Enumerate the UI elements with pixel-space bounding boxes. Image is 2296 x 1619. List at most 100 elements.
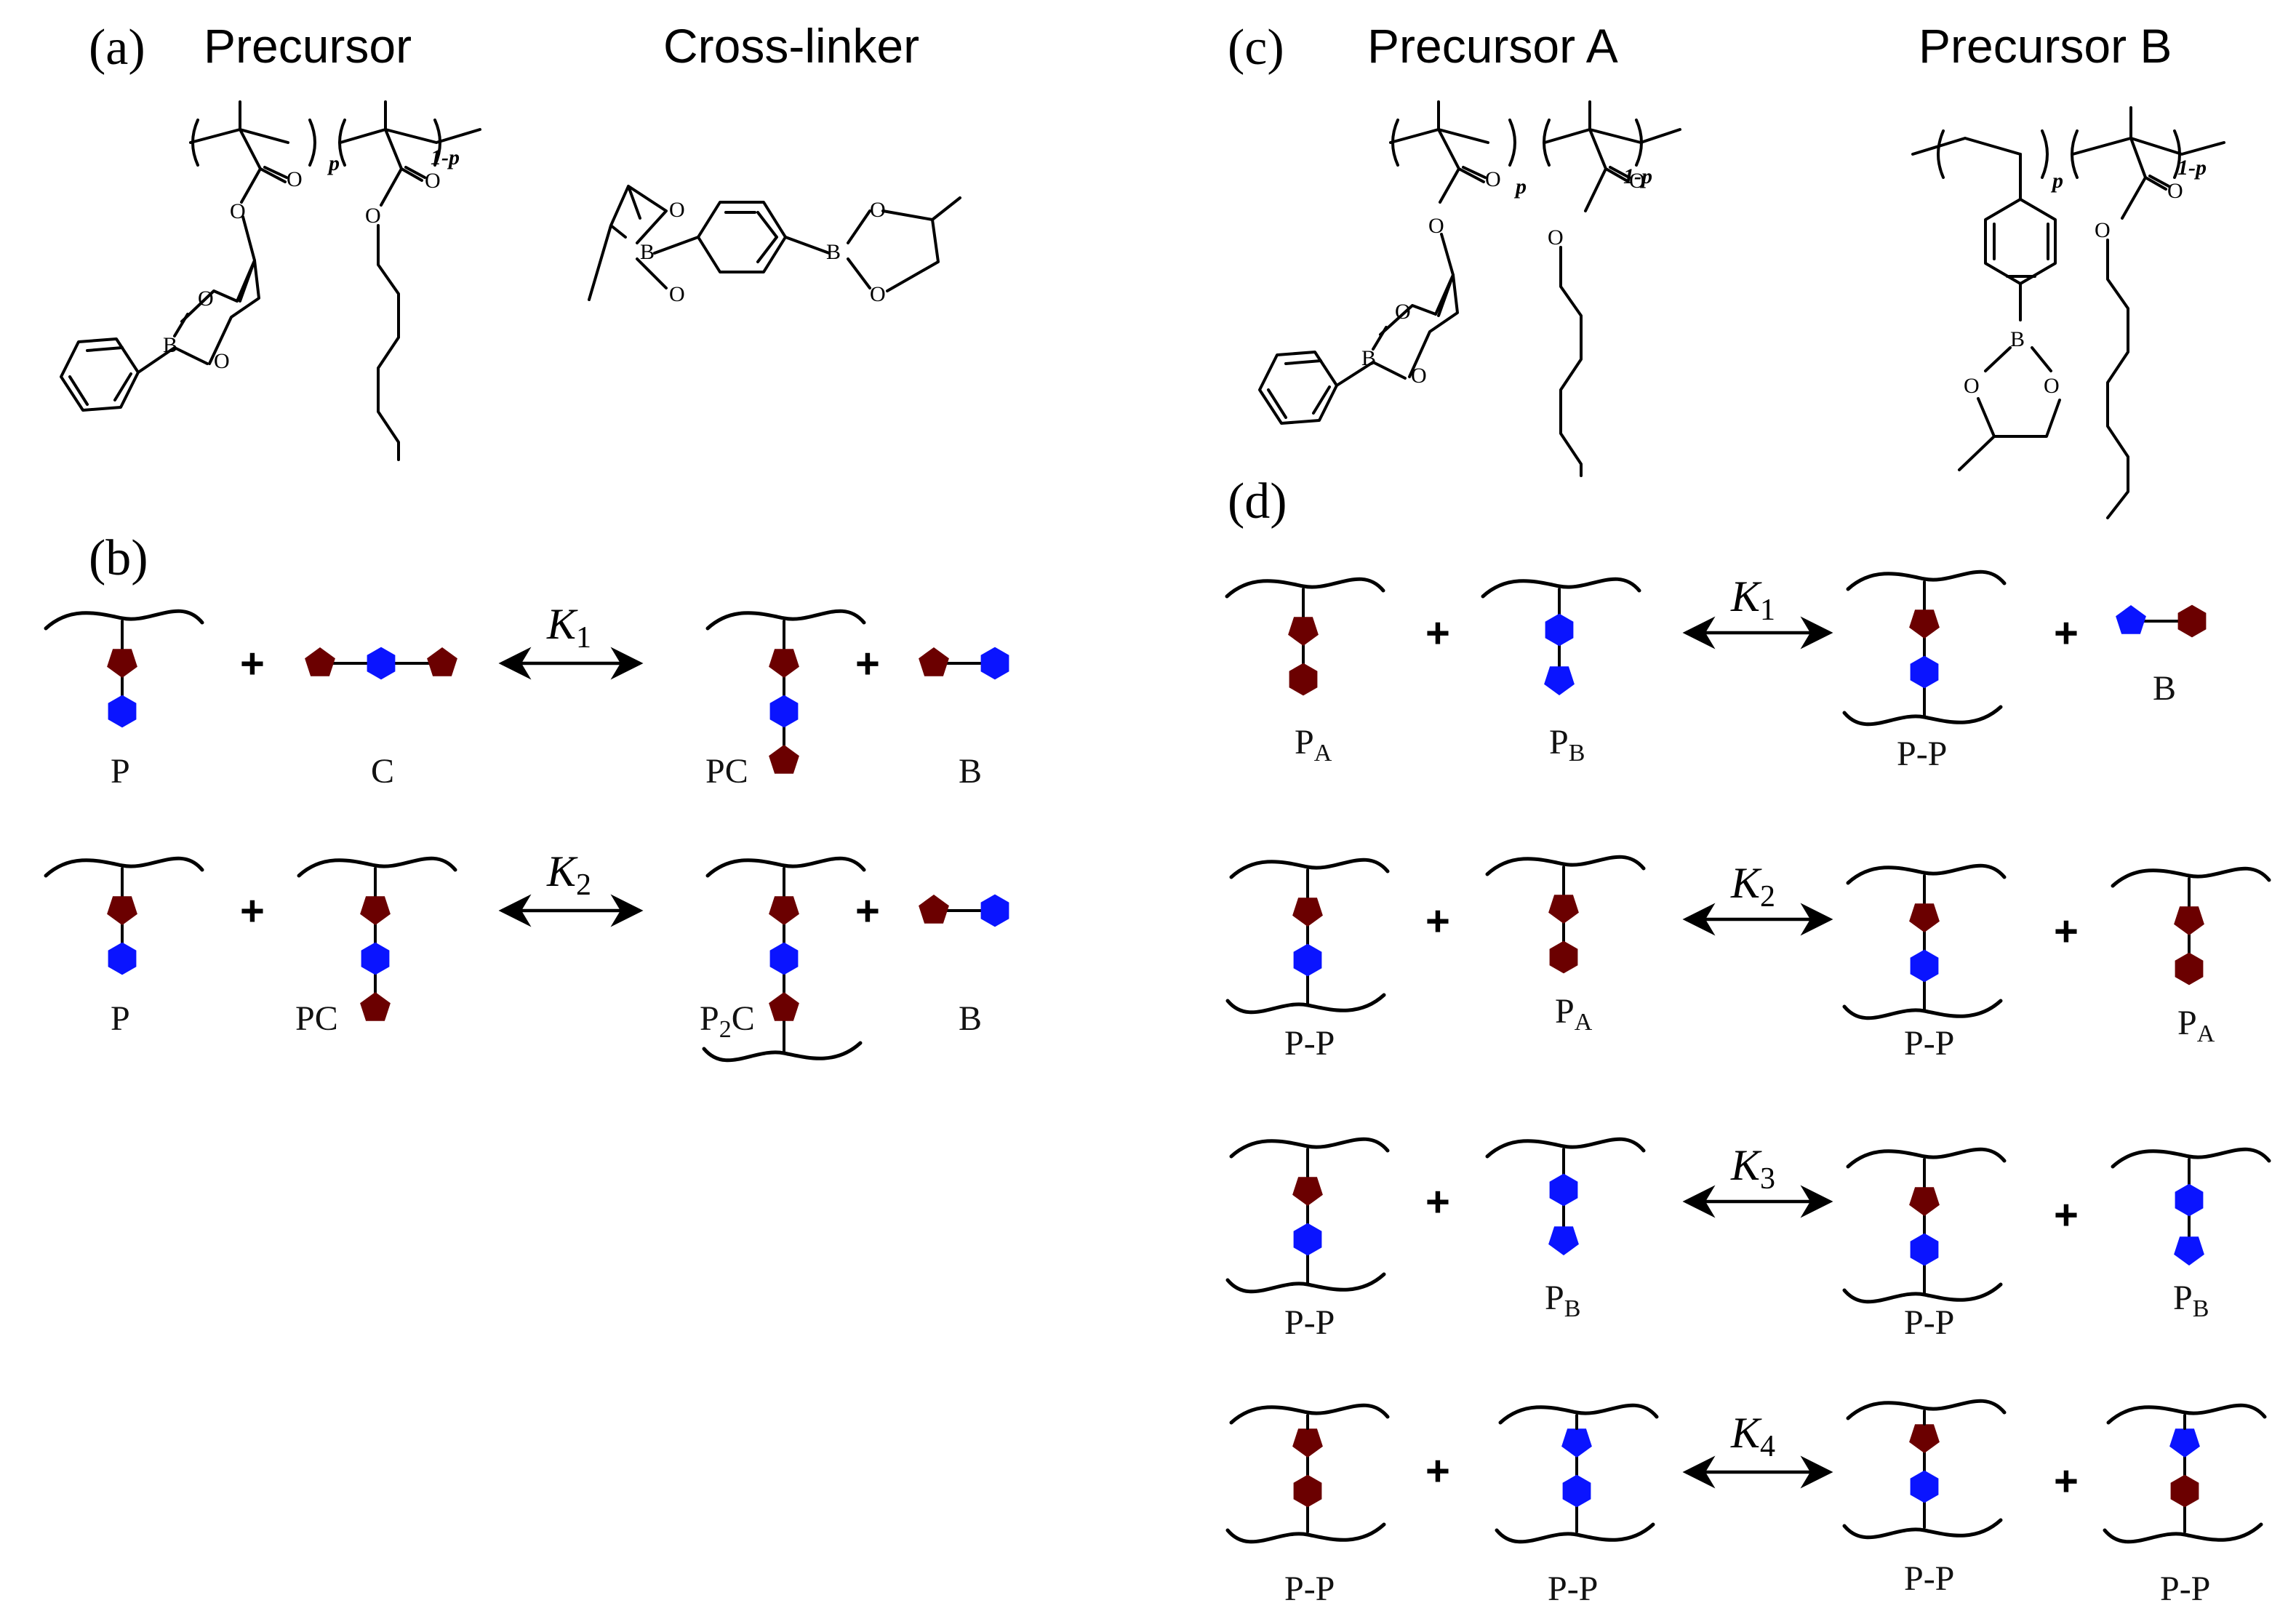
atom-o: O <box>1395 300 1411 324</box>
blue-hexagon <box>1293 943 1322 977</box>
polymer-chain <box>1225 1522 1386 1544</box>
polymer-chain <box>1485 1137 1646 1159</box>
plus-sign: + <box>2054 1191 2079 1239</box>
polymer-chain <box>1846 1399 2007 1420</box>
blue-hexagon <box>769 695 799 728</box>
panel-d-reaction-3: + K3 + P-P PB P-P PB <box>1284 1141 2209 1342</box>
atom-o: O <box>870 198 886 222</box>
red-pentagon <box>107 896 137 925</box>
blue-pentagon <box>1544 666 1575 695</box>
panel-a-label: (a) <box>89 20 145 76</box>
blue-hexagon <box>1545 613 1574 647</box>
red-pentagon <box>1909 609 1940 639</box>
plus-sign: + <box>855 640 880 687</box>
blue-hexagon <box>1293 1223 1322 1256</box>
red-pentagon <box>919 647 949 676</box>
subscript-p: p <box>327 151 340 175</box>
cross-linker-title: Cross-linker <box>663 19 919 73</box>
species-label-pp: P-P <box>1284 1570 1335 1608</box>
polymer-chain <box>1229 1403 1390 1425</box>
red-pentagon <box>1288 617 1319 646</box>
atom-o: O <box>870 282 886 306</box>
panel-d-reaction-1: + K1 + PA PB P-P B <box>1295 572 2176 773</box>
species-label-c: C <box>371 752 394 791</box>
plus-sign: + <box>240 887 265 935</box>
polymer-chain <box>1225 1272 1386 1294</box>
polymer-chain <box>2111 866 2271 888</box>
blue-hexagon <box>108 942 137 975</box>
red-pentagon <box>1292 1428 1323 1458</box>
blue-pentagon <box>2169 1428 2200 1458</box>
red-hexagon <box>2175 952 2204 986</box>
blue-hexagon <box>2175 1183 2204 1217</box>
blue-hexagon <box>367 647 396 680</box>
plus-sign: + <box>1425 898 1450 945</box>
polymer-chain <box>1481 577 1641 599</box>
atom-b: B <box>640 240 655 264</box>
atom-o: O <box>1548 225 1564 249</box>
species-label-pa: PA <box>1295 723 1332 767</box>
plus-sign: + <box>240 640 265 687</box>
species-label-pp: P-P <box>1284 1303 1335 1342</box>
polymer-chain <box>1842 705 2003 727</box>
equilibrium-constant-k1: K1 <box>1730 572 1775 627</box>
cross-linker-structure: B B O O O O <box>588 185 961 306</box>
red-pentagon <box>1909 1424 1940 1453</box>
polymer-chain <box>1842 1518 2003 1540</box>
red-pentagon <box>107 649 137 678</box>
precursor-a-title: Precursor A <box>1367 19 1618 73</box>
polymer-chain <box>1229 1137 1390 1159</box>
red-hexagon <box>2177 604 2207 638</box>
subscript-1-p: 1-p <box>1623 164 1652 188</box>
panel-d-reaction-4: + K4 + P-P P-P P-P P-P <box>1284 1409 2210 1608</box>
red-hexagon <box>1289 663 1318 696</box>
species-label-p: P <box>111 999 130 1038</box>
species-label-p2c: P2C <box>700 999 755 1043</box>
red-pentagon <box>2174 906 2204 935</box>
polymer-chain <box>1842 999 2003 1020</box>
red-pentagon <box>360 896 391 925</box>
precursor-b-structure: B O O O O p 1-p <box>1911 106 2225 519</box>
subscript-p: p <box>1513 175 1527 199</box>
atom-o: O <box>214 349 230 373</box>
precursor-structure: O O O O B O O p 1-p <box>60 100 481 461</box>
polymer-chain <box>1846 1147 2007 1169</box>
blue-pentagon <box>1548 1226 1579 1255</box>
species-label-pp: P-P <box>1904 1303 1954 1342</box>
atom-o: O <box>669 282 685 306</box>
polymer-chain <box>44 609 204 631</box>
plus-sign: + <box>855 887 880 935</box>
blue-hexagon <box>980 894 1009 927</box>
atom-o: O <box>2167 179 2183 203</box>
equilibrium-constant-k2: K2 <box>1730 859 1775 914</box>
atom-b: B <box>2010 327 2025 351</box>
blue-hexagon <box>769 942 799 975</box>
precursor-a-structure: O O O O B O O p 1-p <box>1258 100 1681 477</box>
polymer-chain <box>2111 1147 2271 1169</box>
red-pentagon <box>1909 903 1940 932</box>
species-label-pb: PB <box>1545 1279 1580 1322</box>
polymer-chain <box>1225 993 1386 1015</box>
polymer-chain <box>44 856 204 878</box>
atom-o: O <box>1411 364 1427 388</box>
red-pentagon <box>769 896 799 925</box>
red-pentagon <box>769 649 799 678</box>
polymer-chain <box>297 856 457 878</box>
equilibrium-constant-k1: K1 <box>546 600 591 655</box>
plus-sign: + <box>1425 1447 1450 1495</box>
atom-o: O <box>2044 374 2060 398</box>
equilibrium-constant-k3: K3 <box>1730 1141 1775 1196</box>
polymer-chain <box>1229 858 1390 879</box>
polymer-chain <box>1485 855 1646 876</box>
species-label-b: B <box>2153 669 2176 708</box>
species-label-pc: PC <box>705 752 748 791</box>
blue-hexagon <box>1562 1474 1591 1508</box>
polymer-chain <box>705 609 866 631</box>
atom-o: O <box>1485 167 1501 191</box>
blue-hexagon <box>1910 949 1939 983</box>
atom-o: O <box>198 287 214 311</box>
atom-o: O <box>287 167 303 191</box>
polymer-chain <box>1842 1282 2003 1304</box>
species-label-pp: P-P <box>2160 1570 2210 1608</box>
